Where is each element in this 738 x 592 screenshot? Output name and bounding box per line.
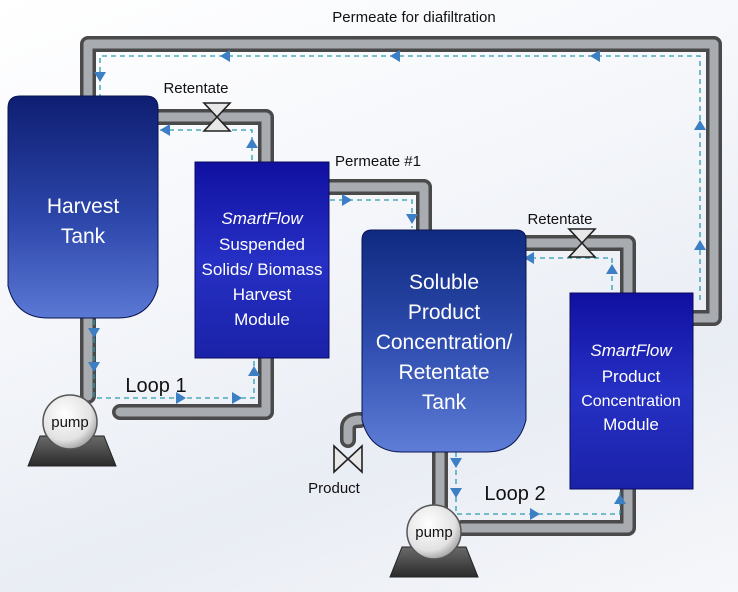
module-2-line3: Module [603,415,659,434]
harvest-tank-line2: Tank [61,225,106,248]
harvest-tank: Harvest Tank [7,95,159,319]
pipe-inner [83,39,719,533]
module-2-brand: SmartFlow [590,341,673,360]
module-1-brand: SmartFlow [221,209,304,228]
retentate-tank-line3: Concentration/ [376,331,513,354]
pipe-network [80,36,722,536]
pump-1[interactable]: pump [27,394,117,467]
retentate-tank-line2: Product [408,301,481,324]
label-retentate-1: Retentate [163,80,228,97]
valve-product[interactable] [333,444,363,474]
harvest-tank-line1: Harvest [47,195,120,218]
label-permeate-1: Permeate #1 [335,153,421,170]
label-product: Product [308,480,361,497]
pump-2[interactable]: pump [389,504,479,578]
pump-2-label: pump [415,524,453,541]
retentate-tank-line1: Soluble [409,271,479,294]
module-1-line2: Solids/ Biomass [202,260,323,279]
retentate-tank-line4: Retentate [398,361,489,384]
valve-retentate-1[interactable] [202,102,232,132]
smartflow-concentration-module: SmartFlow Product Concentration Module [569,292,694,490]
pump-1-label: pump [51,414,89,431]
retentate-tank-line5: Tank [422,391,467,414]
label-retentate-2: Retentate [527,211,592,228]
module-2-line2: Concentration [581,393,681,410]
label-loop-1: Loop 1 [125,375,186,397]
module-1-line3: Harvest [233,285,292,304]
flow-arrows [88,50,706,520]
label-permeate-diafiltration: Permeate for diafiltration [332,9,495,26]
module-1-line4: Module [234,310,290,329]
valve-retentate-2[interactable] [567,228,597,258]
retentate-tank: Soluble Product Concentration/ Retentate… [361,229,527,453]
module-1-line1: Suspended [219,235,305,254]
module-2-line1: Product [602,367,661,386]
smartflow-harvest-module: SmartFlow Suspended Solids/ Biomass Harv… [194,161,330,359]
label-loop-2: Loop 2 [484,483,545,505]
